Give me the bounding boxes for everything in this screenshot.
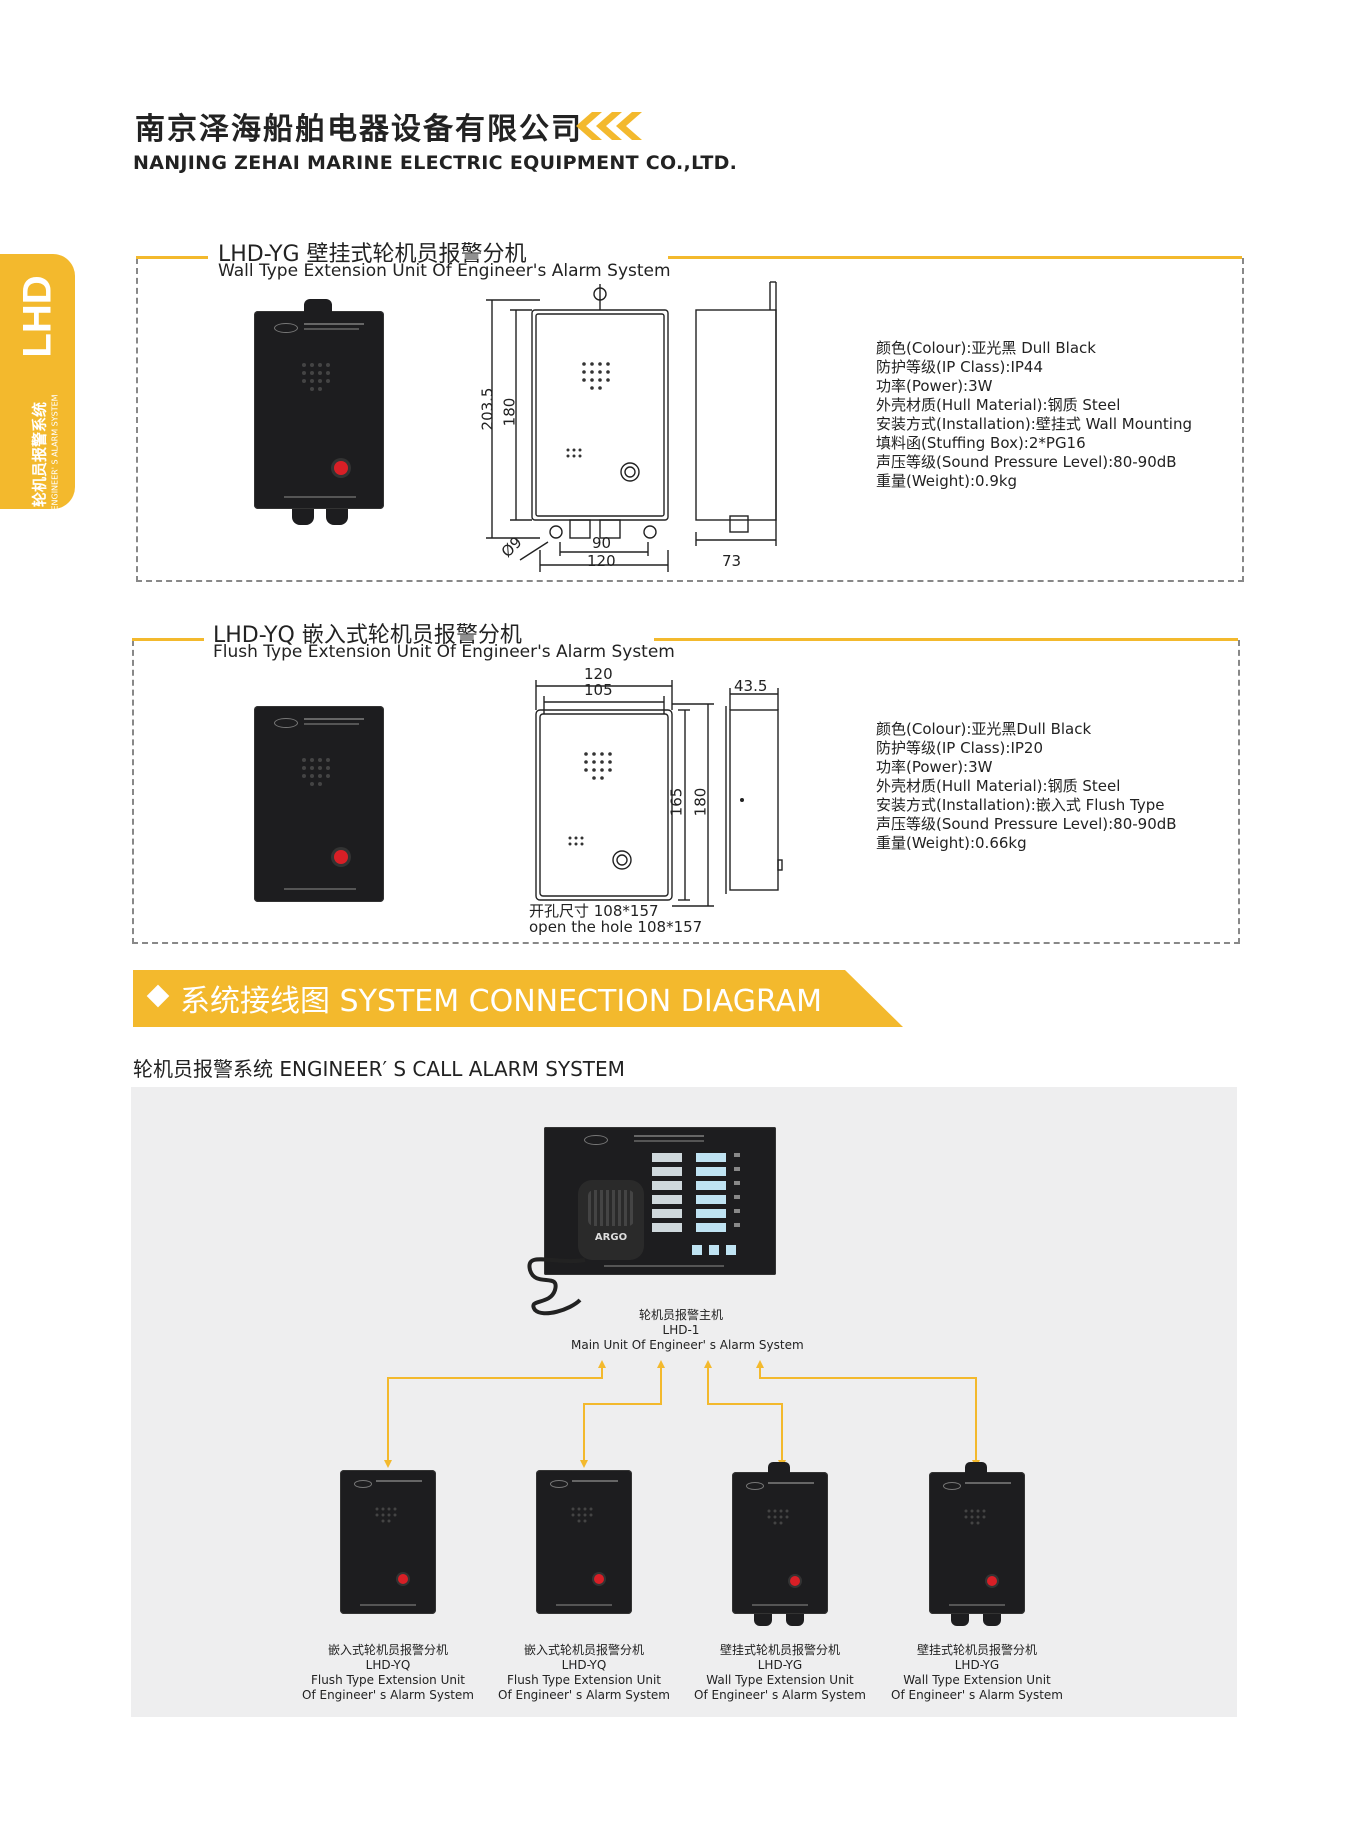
unit-en-line2: Of Engineer' s Alarm System	[694, 1688, 866, 1702]
connection-lines	[384, 1360, 980, 1468]
flush-cutout-cn: 开孔尺寸 108*157	[529, 902, 659, 920]
company-name-cn: 南京泽海船舶电器设备有限公司	[135, 112, 583, 147]
unit-en-line1: Flush Type Extension Unit	[310, 1673, 466, 1687]
flush-spec-list: 颜色(Colour):亚光黑Dull Black 防护等级(IP Class):…	[876, 720, 1177, 853]
side-tab-cn: 轮机员报警系统	[30, 402, 49, 508]
product-wall-top-rule	[136, 256, 208, 259]
flush-dim-height-inner: 165	[667, 787, 686, 817]
speaker-grille-icon	[571, 1507, 593, 1523]
flush-spec-power: 功率(Power):3W	[876, 758, 993, 776]
product-flush-top-rule	[132, 638, 204, 641]
flush-dim-height-total: 180	[691, 787, 710, 817]
wall-dim-width-inner: 90	[592, 534, 612, 552]
flush-unit-photo	[254, 706, 384, 902]
product-flush-name-en: Flush Type Extension Unit Of Engineer's …	[213, 642, 675, 662]
alarm-button-icon	[987, 1576, 997, 1586]
unit-code: LHD-YQ	[365, 1658, 411, 1672]
microphone-photo: ARGO	[578, 1180, 644, 1260]
microphone-cord-icon	[527, 1257, 586, 1316]
wall-dim-height-inner: 180	[500, 397, 519, 427]
mic-brand: ARGO	[594, 1232, 628, 1243]
flush-dim-depth: 43.5	[734, 677, 768, 695]
wall-dim-height-total: 203.5	[478, 387, 497, 431]
wall-spec-power: 功率(Power):3W	[876, 377, 993, 395]
product-flush-box	[132, 640, 1240, 944]
side-tab-en: ENGINEER' S ALARM SYSTEM	[50, 394, 60, 511]
extension-unit-4-photo	[929, 1462, 1025, 1626]
alarm-button-icon	[334, 461, 348, 475]
wall-spec-colour: 颜色(Colour):亚光黑 Dull Black	[876, 339, 1096, 357]
speaker-grille-icon	[302, 363, 330, 391]
wall-spec-stuffing-box: 填料函(Stuffing Box):2*PG16	[876, 434, 1086, 452]
wall-spec-weight: 重量(Weight):0.9kg	[876, 472, 1018, 490]
extension-unit-2-caption: 嵌入式轮机员报警分机 LHD-YQ Flush Type Extension U…	[494, 1643, 674, 1703]
main-unit-cn: 轮机员报警主机	[638, 1308, 723, 1322]
speaker-grille-icon	[375, 1507, 397, 1523]
alarm-button-icon	[398, 1574, 408, 1584]
product-flush-title: LHD-YQ 嵌入式轮机员报警分机	[213, 623, 522, 648]
product-wall-name-en: Wall Type Extension Unit Of Engineer's A…	[218, 261, 671, 281]
unit-en-line1: Wall Type Extension Unit	[903, 1673, 1051, 1687]
section-banner-title: 系统接线图 SYSTEM CONNECTION DIAGRAM	[180, 984, 822, 1019]
flush-unit-front-drawing	[535, 680, 714, 907]
flush-spec-spl: 声压等级(Sound Pressure Level):80-90dB	[876, 815, 1177, 833]
flush-spec-ip: 防护等级(IP Class):IP20	[876, 739, 1044, 757]
extension-unit-1-photo	[340, 1470, 436, 1614]
unit-en-line1: Flush Type Extension Unit	[506, 1673, 662, 1687]
main-unit-en: Main Unit Of Engineer' s Alarm System	[571, 1338, 804, 1352]
flush-dim-width-total: 120	[584, 665, 613, 683]
main-unit-code: LHD-1	[662, 1323, 700, 1337]
wall-spec-installation: 安装方式(Installation):壁挂式 Wall Mounting	[876, 415, 1192, 433]
unit-code: LHD-YQ	[561, 1658, 607, 1672]
speaker-grille-icon	[767, 1509, 789, 1525]
wall-spec-material: 外壳材质(Hull Material):钢质 Steel	[876, 396, 1121, 414]
unit-en-line1: Wall Type Extension Unit	[706, 1673, 854, 1687]
flush-spec-weight: 重量(Weight):0.66kg	[876, 834, 1027, 852]
wall-unit-side-drawing	[695, 281, 777, 546]
wall-spec-ip: 防护等级(IP Class):IP44	[876, 358, 1044, 376]
unit-cn: 嵌入式轮机员报警分机	[327, 1643, 448, 1657]
main-unit-caption: 轮机员报警主机 LHD-1 Main Unit Of Engineer' s A…	[571, 1308, 804, 1353]
alarm-button-icon	[334, 850, 348, 864]
unit-code: LHD-YG	[757, 1658, 803, 1672]
company-name-en: NANJING ZEHAI MARINE ELECTRIC EQUIPMENT …	[133, 152, 738, 174]
alarm-button-icon	[594, 1574, 604, 1584]
speaker-grille-icon	[302, 758, 330, 786]
unit-cn: 壁挂式轮机员报警分机	[916, 1643, 1037, 1657]
unit-en-line2: Of Engineer' s Alarm System	[302, 1688, 474, 1702]
flush-cutout-en: open the hole 108*157	[529, 918, 703, 936]
extension-unit-3-photo	[732, 1462, 828, 1626]
product-wall-title: LHD-YG 壁挂式轮机员报警分机	[218, 242, 527, 267]
system-subtitle: 轮机员报警系统 ENGINEER′ S CALL ALARM SYSTEM	[133, 1057, 625, 1081]
flush-spec-material: 外壳材质(Hull Material):钢质 Steel	[876, 777, 1121, 795]
flush-spec-colour: 颜色(Colour):亚光黑Dull Black	[876, 720, 1092, 738]
flush-dim-width-inner: 105	[584, 681, 613, 699]
wall-spec-spl: 声压等级(Sound Pressure Level):80-90dB	[876, 453, 1177, 471]
wall-unit-photo	[254, 299, 384, 525]
wall-spec-list: 颜色(Colour):亚光黑 Dull Black 防护等级(IP Class)…	[876, 339, 1192, 491]
section-banner	[133, 970, 903, 1027]
product-flush-top-rule-right	[654, 638, 1238, 641]
side-tab-code: LHD	[15, 275, 60, 358]
unit-cn: 壁挂式轮机员报警分机	[719, 1643, 840, 1657]
unit-en-line2: Of Engineer' s Alarm System	[498, 1688, 670, 1702]
extension-unit-3-caption: 壁挂式轮机员报警分机 LHD-YG Wall Type Extension Un…	[690, 1643, 870, 1703]
wall-dim-depth: 73	[722, 552, 742, 570]
chevron-logo-icon	[576, 112, 642, 140]
extension-unit-1-caption: 嵌入式轮机员报警分机 LHD-YQ Flush Type Extension U…	[298, 1643, 478, 1703]
speaker-grille-icon	[964, 1509, 986, 1525]
wall-dim-width-total: 120	[587, 552, 616, 570]
product-wall-box	[136, 258, 1244, 582]
extension-unit-4-caption: 壁挂式轮机员报警分机 LHD-YG Wall Type Extension Un…	[887, 1643, 1067, 1703]
product-wall-top-rule-right	[668, 256, 1242, 259]
flush-spec-installation: 安装方式(Installation):嵌入式 Flush Type	[876, 796, 1165, 814]
unit-code: LHD-YG	[954, 1658, 1000, 1672]
side-tab: LHD 轮机员报警系统 ENGINEER' S ALARM SYSTEM	[0, 254, 75, 511]
alarm-button-icon	[790, 1576, 800, 1586]
flush-unit-side-drawing	[725, 688, 783, 894]
unit-en-line2: Of Engineer' s Alarm System	[891, 1688, 1063, 1702]
wall-unit-front-drawing	[486, 284, 669, 572]
unit-cn: 嵌入式轮机员报警分机	[523, 1643, 644, 1657]
extension-unit-2-photo	[536, 1470, 632, 1614]
